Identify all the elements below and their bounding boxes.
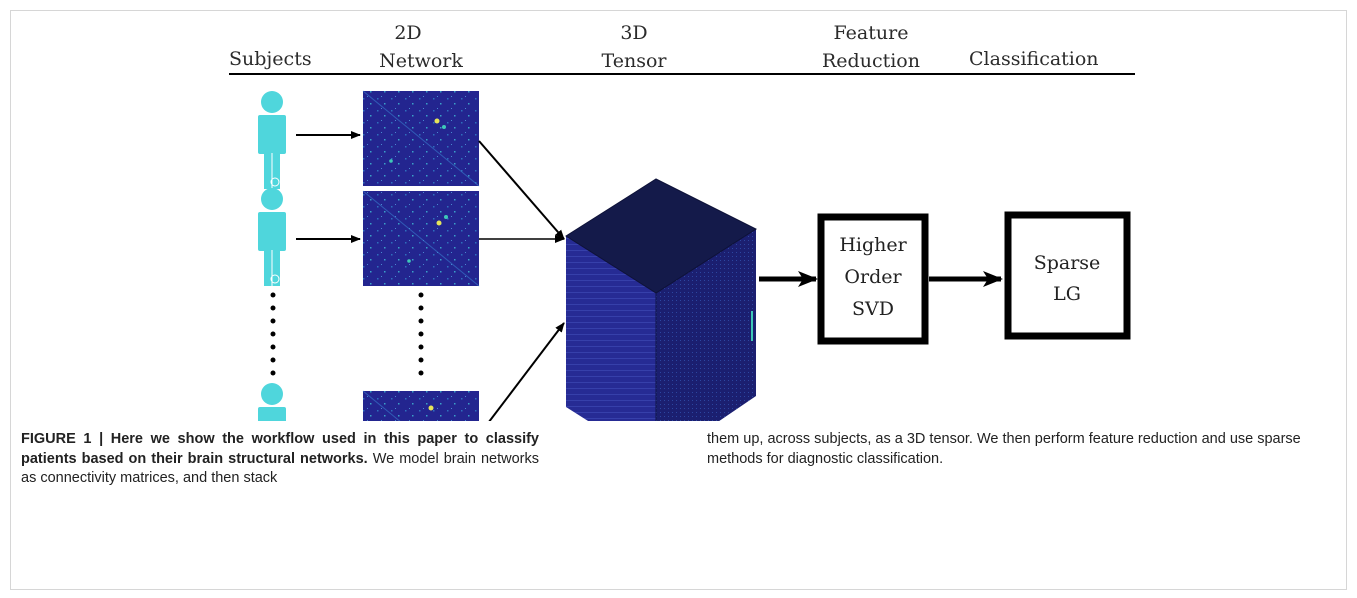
person-icon (258, 91, 286, 189)
figure-label: FIGURE 1 | (21, 431, 111, 447)
connectivity-matrix-icon (362, 90, 480, 187)
connectivity-matrix-icon (362, 390, 479, 421)
header-tensor-line1: 3D (620, 22, 647, 44)
header-subjects: Subjects (229, 48, 312, 70)
svd-box-line3: SVD (852, 298, 894, 320)
sparse-lg-line1: Sparse (1034, 252, 1101, 274)
arrow-icon (478, 140, 565, 240)
ellipsis-dots-icon (270, 292, 276, 376)
header-network-line2: Network (379, 50, 463, 72)
person-icon (258, 188, 286, 286)
header-feature-line1: Feature (834, 22, 909, 44)
connectivity-matrix-icon (362, 190, 480, 287)
arrow-icon (488, 322, 565, 421)
sparse-lg-box (1004, 211, 1131, 340)
svd-box-line2: Order (844, 266, 902, 288)
svd-box-line1: Higher (839, 234, 907, 256)
header-network-line1: 2D (394, 22, 421, 44)
tensor-cube-icon (565, 178, 758, 421)
figure-caption-body-left: We model brain networks as connectivity … (21, 450, 540, 487)
figure-caption-right: them up, across subjects, as a 3D tensor… (707, 430, 1307, 469)
header-classification: Classification (969, 48, 1099, 70)
person-icon (258, 383, 286, 421)
sparse-lg-line2: LG (1053, 283, 1081, 305)
workflow-diagram: Subjects 2D Network 3D Tensor Feature Re… (229, 22, 1135, 421)
figure-caption-body-right: them up, across subjects, as a 3D tensor… (707, 431, 1301, 467)
header-tensor-line2: Tensor (602, 50, 668, 72)
figure-caption-left: FIGURE 1 | Here we show the workflow use… (21, 430, 539, 489)
ellipsis-dots-icon (418, 292, 424, 376)
figure-caption-title: Here we show the workflow used in this p… (21, 431, 539, 467)
figure-frame: Subjects 2D Network 3D Tensor Feature Re… (10, 10, 1347, 590)
header-feature-line2: Reduction (822, 50, 920, 72)
svd-box (817, 213, 929, 345)
